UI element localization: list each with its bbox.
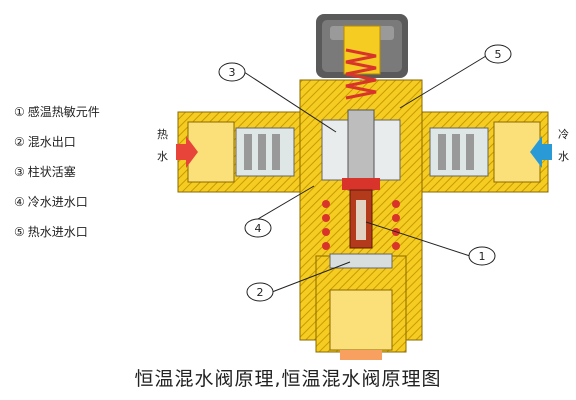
caption: 恒温混水阀原理,恒温混水阀原理图	[134, 368, 442, 390]
hot-inlet-label-2: 水	[157, 150, 168, 163]
valve-internals	[321, 48, 401, 269]
svg-text:2: 2	[257, 286, 264, 299]
callout-5: 5	[484, 44, 512, 64]
svg-text:1: 1	[479, 250, 486, 263]
callout-4: 4	[244, 218, 272, 238]
cold-inlet-label-1: 冷	[558, 128, 569, 141]
callout-2: 2	[246, 282, 274, 302]
callout-3: 3	[218, 62, 246, 82]
hot-water-arrow	[176, 136, 198, 168]
svg-text:4: 4	[255, 222, 262, 235]
cold-inlet-label-2: 水	[558, 150, 569, 163]
right-check-valve	[429, 127, 489, 177]
callout-1: 1	[468, 246, 496, 266]
svg-text:5: 5	[495, 48, 502, 61]
callout-lines	[243, 55, 487, 293]
adjustment-cap	[316, 14, 408, 78]
cold-water-arrow	[530, 136, 552, 168]
svg-text:3: 3	[229, 66, 236, 79]
hot-inlet-label-1: 热	[157, 128, 168, 141]
left-check-valve	[235, 127, 295, 177]
